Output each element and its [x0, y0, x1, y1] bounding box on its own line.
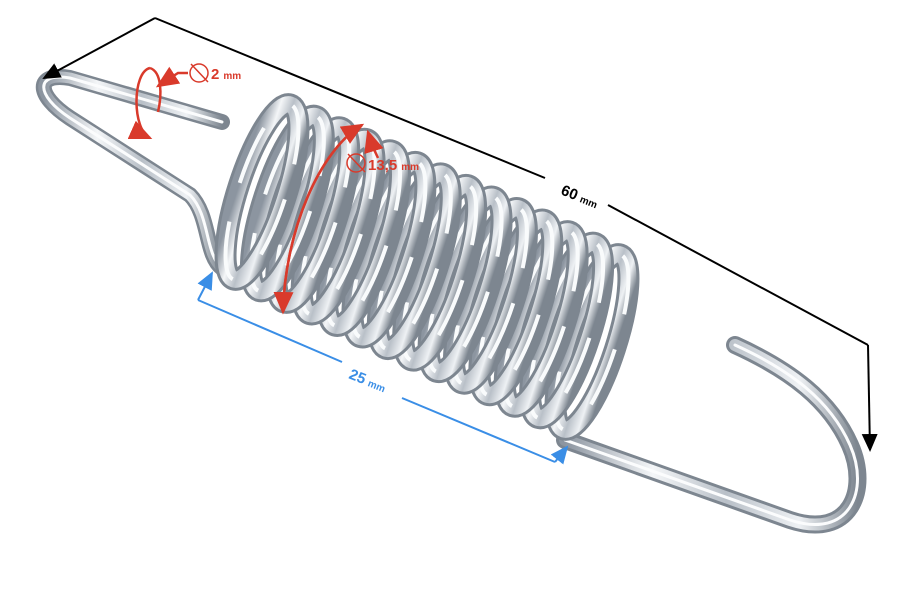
body-length-value: 25 — [347, 366, 369, 388]
diameter-symbol-icon — [189, 63, 209, 83]
wire-diameter-unit: mm — [223, 71, 241, 82]
svg-text:60mm: 60mm — [559, 182, 601, 212]
left-hook — [35, 69, 230, 276]
spring-coils — [214, 93, 640, 441]
outer-diameter-unit: mm — [401, 162, 419, 173]
total-length-value: 60 — [559, 182, 581, 204]
svg-text:2mm: 2 mm — [211, 66, 241, 83]
spring-coil — [239, 104, 335, 303]
total-length-unit: mm — [578, 194, 599, 211]
body-length-unit: mm — [366, 378, 387, 395]
total-length-dimension: 60mm — [42, 17, 878, 452]
svg-text:13,5mm: 13,5 mm — [368, 157, 419, 174]
body-length-dimension: 25mm — [197, 271, 569, 465]
outer-diameter-value: 13,5 — [368, 157, 397, 174]
diameter-symbol-icon — [346, 153, 366, 173]
wire-diameter-dimension: 2 mm — [127, 63, 241, 140]
outer-diameter-dimension: 13,5 mm — [273, 123, 419, 315]
wire-diameter-value: 2 — [211, 66, 219, 83]
spring-coil — [214, 93, 310, 291]
svg-text:25mm: 25mm — [347, 366, 389, 396]
right-hook — [556, 336, 867, 534]
